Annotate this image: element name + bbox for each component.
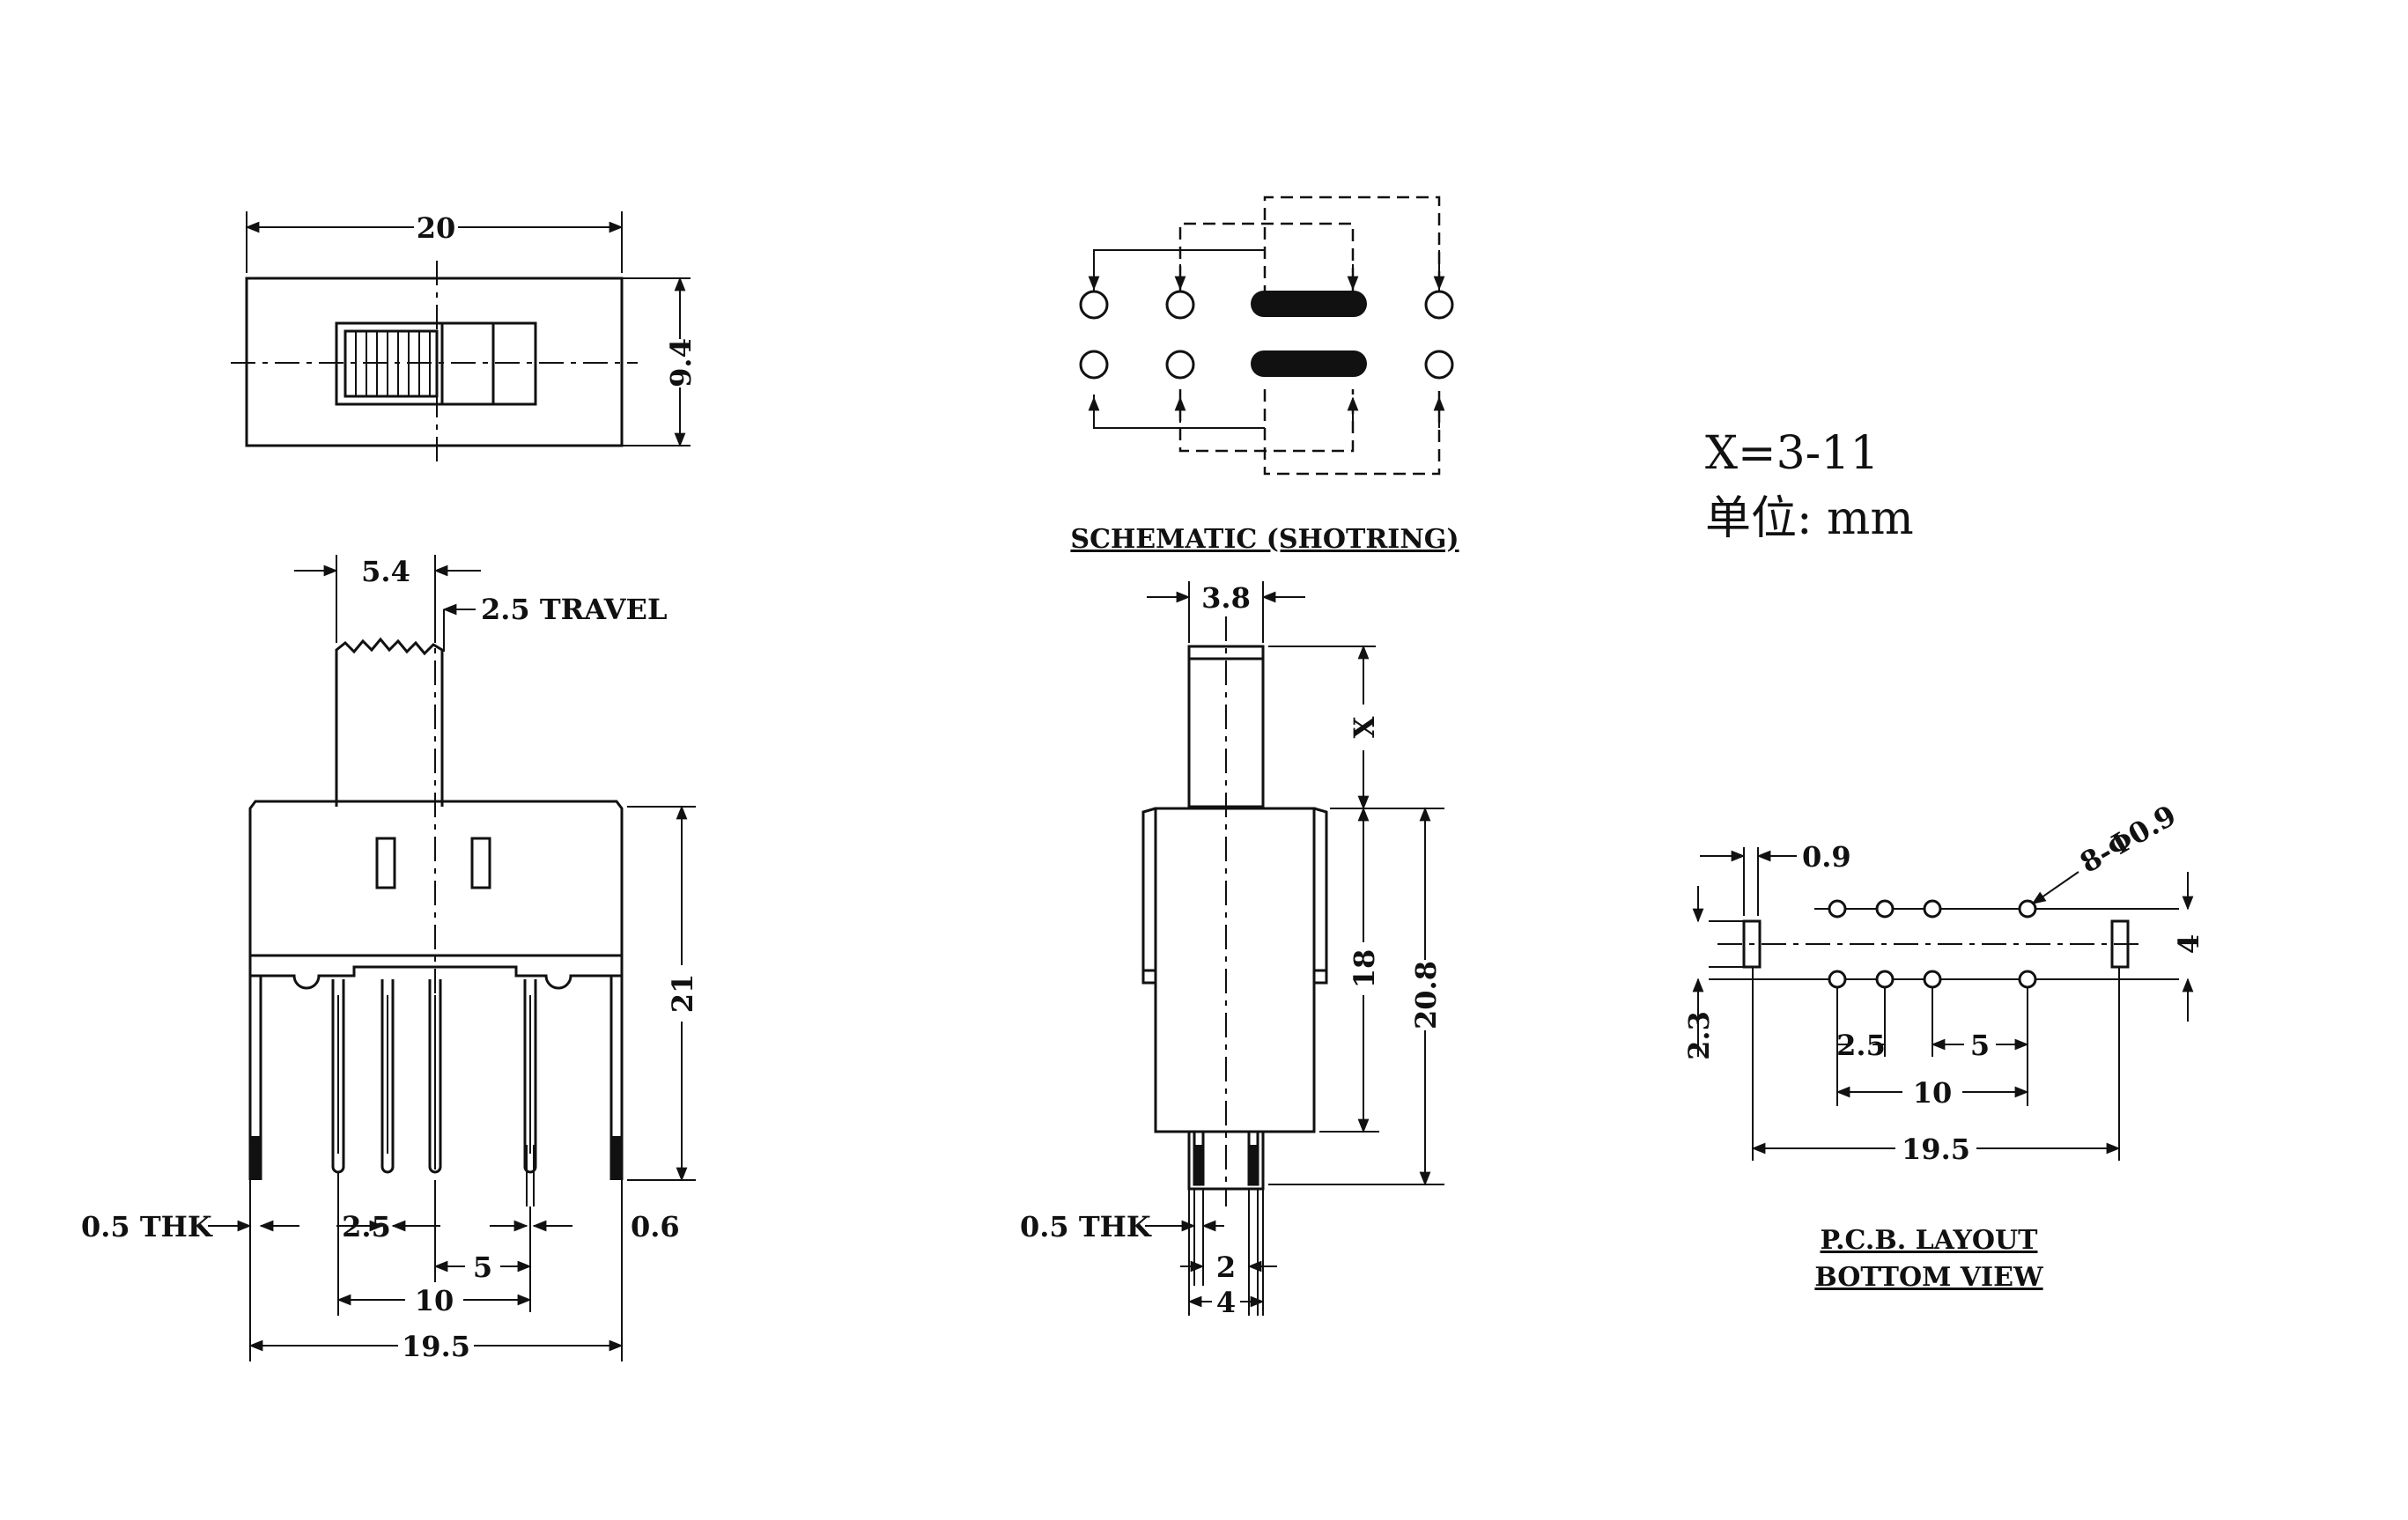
top-height-label: 9.4 <box>664 338 698 387</box>
schematic-title: SCHEMATIC (SHOTRING) <box>1070 524 1459 555</box>
pcb-span-19-5-label: 19.5 <box>1902 1133 1970 1166</box>
front-thickness-label: 0.5 THK <box>81 1210 213 1243</box>
side-total-height-label: 20.8 <box>1409 961 1443 1029</box>
pcb-pitch-small-label: 2.5 <box>1836 1029 1886 1062</box>
front-span-19-5-label: 19.5 <box>402 1330 470 1363</box>
top-width-label: 20 <box>417 211 456 245</box>
side-actuator-width-label: 3.8 <box>1201 581 1251 615</box>
top-view: 20 9.4 <box>231 211 698 461</box>
x-range-note: X=3-11 <box>1705 427 1879 480</box>
front-pitch-large-label: 5 <box>473 1251 492 1284</box>
side-pin-gap-label: 2 <box>1216 1251 1236 1284</box>
pcb-layout: 0.9 8-Φ0.9 4 2.3 <box>1682 798 2205 1293</box>
pcb-pitch-large-label: 5 <box>1970 1029 1990 1062</box>
schematic: SCHEMATIC (SHOTRING) <box>1070 196 1459 555</box>
travel-label: 2.5 TRAVEL <box>481 593 667 626</box>
side-view: 3.8 X 18 20.8 0.5 THK <box>1020 581 1444 1319</box>
side-body-height-label: 18 <box>1348 949 1381 989</box>
actuator-width-label: 5.4 <box>361 555 410 588</box>
pcb-offset-label: 2.3 <box>1682 1011 1716 1060</box>
pcb-row-pitch-label: 4 <box>2172 934 2205 954</box>
pcb-holes-label: 8-Φ0.9 <box>2074 798 2182 879</box>
front-view: 5.4 2.5 TRAVEL <box>81 555 699 1363</box>
front-span-10-label: 10 <box>415 1284 454 1317</box>
notes: X=3-11 单位: mm <box>1705 427 1914 545</box>
front-pin-width-label: 0.6 <box>631 1210 680 1243</box>
front-height-label: 21 <box>666 974 699 1014</box>
side-pin-span-label: 4 <box>1216 1286 1236 1319</box>
pcb-span-10-label: 10 <box>1913 1076 1953 1110</box>
pcb-slot-width-label: 0.9 <box>1802 840 1851 874</box>
pcb-title-line2: BOTTOM VIEW <box>1814 1262 2044 1293</box>
front-pitch-small-label: 2.5 <box>342 1210 391 1243</box>
side-actuator-height-label: X <box>1348 716 1381 738</box>
pcb-title-line1: P.C.B. LAYOUT <box>1821 1225 2039 1256</box>
side-thickness-label: 0.5 THK <box>1020 1210 1152 1243</box>
unit-note: 单位: mm <box>1705 492 1914 545</box>
